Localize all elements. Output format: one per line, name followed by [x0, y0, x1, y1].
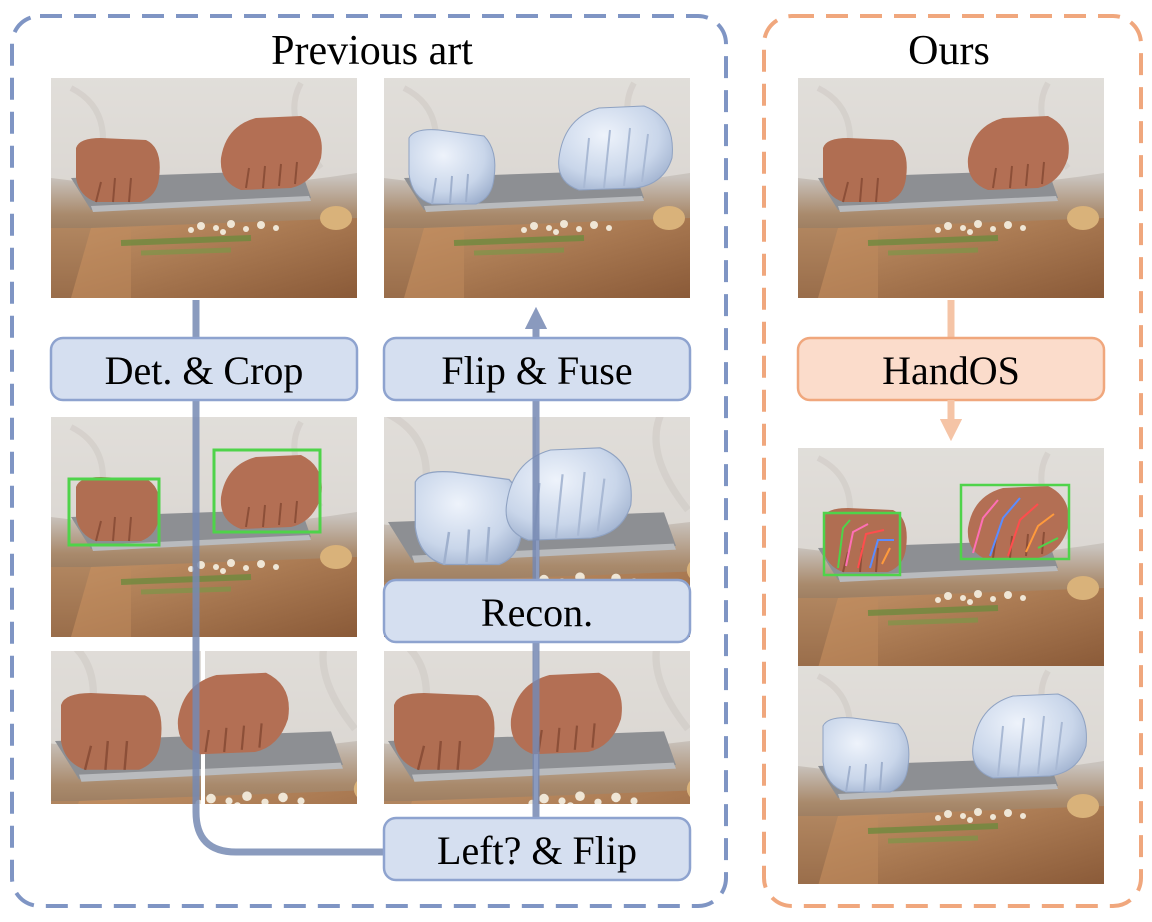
previous-art-panel [10, 14, 728, 908]
recon-step: Recon. [382, 578, 692, 644]
flip-fuse-step: Flip & Fuse [382, 336, 692, 402]
flip-fuse-label: Flip & Fuse [441, 348, 632, 393]
recon-label: Recon. [481, 590, 593, 635]
keypoint-detection-image [798, 448, 1104, 668]
previous-art-title: Previous art [271, 28, 473, 74]
cropped-hands-images [31, 651, 398, 885]
handos-label: HandOS [882, 348, 1020, 393]
ours-title: Ours [908, 28, 990, 74]
handos-step: HandOS [796, 336, 1106, 402]
pipeline-arrow-down-and-across [192, 300, 384, 856]
ours-panel [762, 14, 1143, 908]
det-crop-step: Det. & Crop [49, 336, 359, 402]
left-flip-step: Left? & Flip [382, 816, 692, 882]
right-hand-box-ours [959, 483, 1071, 561]
input-image-previous [51, 78, 357, 298]
left-hand-box-ours [822, 511, 902, 577]
left-flip-label: Left? & Flip [437, 828, 637, 873]
right-hand-keypoints [972, 497, 1059, 557]
fused-mesh-result-image [384, 78, 690, 298]
detection-image [51, 417, 357, 637]
det-crop-label: Det. & Crop [105, 348, 304, 393]
left-hand-keypoints [837, 519, 894, 569]
mesh-result-image-ours [798, 666, 1104, 886]
input-image-ours [798, 78, 1104, 298]
left-hand-detection-box [67, 477, 161, 547]
right-hand-detection-box [212, 448, 322, 534]
